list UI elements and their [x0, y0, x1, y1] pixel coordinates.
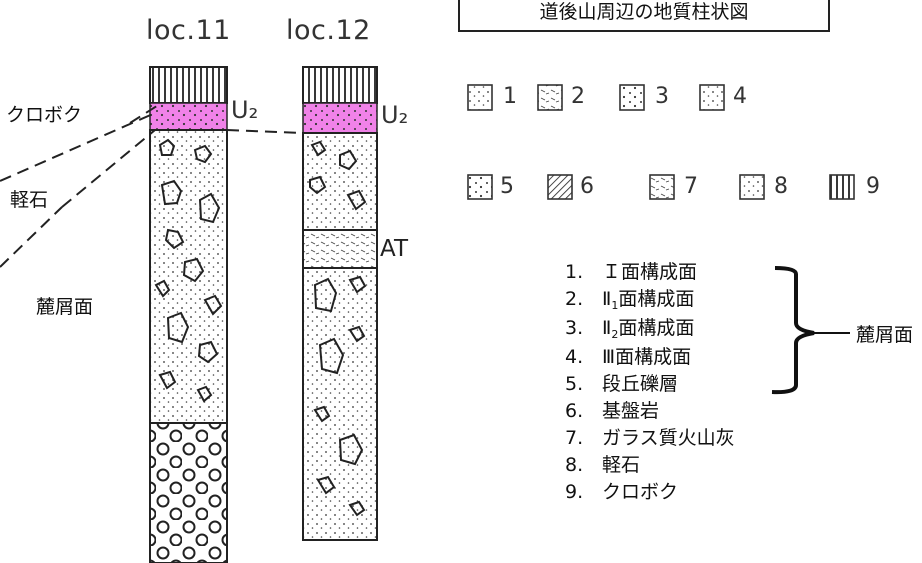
legend-swatch-8 [739, 174, 765, 200]
list-item: 7.ガラス質火山灰 [565, 427, 735, 449]
legend-swatches [467, 84, 855, 200]
list-item: 3.Ⅱ2面構成面 [565, 317, 695, 341]
legend-number-9: 9 [866, 174, 880, 199]
list-item: 4.Ⅲ面構成面 [565, 346, 692, 368]
talus-upper-layer-loc12 [302, 132, 378, 231]
list-item: 2.Ⅱ1面構成面 [565, 288, 695, 312]
marker-label-at: AT [380, 236, 408, 262]
label-talus: 麓屑面 [36, 296, 94, 318]
column-loc12 [302, 66, 378, 541]
legend-swatch-7 [649, 174, 675, 200]
label-kuroboku: クロボク [6, 104, 83, 126]
pumice-label-leader-line [61, 129, 156, 208]
legend-number-7: 7 [684, 174, 698, 199]
legend-number-2: 2 [571, 84, 585, 109]
kuroboku-layer-loc12 [302, 66, 378, 104]
talus-leader-line [0, 206, 63, 268]
diagram-title: 道後山周辺の地質柱状図 [458, 0, 830, 32]
list-item: 6.基盤岩 [565, 400, 660, 422]
bracket-label: 麓屑面 [856, 324, 914, 346]
legend-swatch-4 [699, 84, 725, 111]
column-label-loc11: loc.11 [146, 15, 231, 46]
legend-swatch-5 [467, 174, 493, 200]
legend-number-3: 3 [655, 84, 669, 109]
volcanic-ash-layer-loc12 [302, 229, 378, 269]
terrace-gravel-layer-loc11 [149, 422, 228, 563]
legend-list: 1.Ｉ面構成面 2.Ⅱ1面構成面 3.Ⅱ2面構成面 4.Ⅲ面構成面 5.段丘礫層… [565, 259, 735, 506]
talus-clasts-loc12 [309, 140, 367, 517]
legend-number-8: 8 [774, 174, 788, 199]
label-pumice: 軽石 [10, 189, 49, 211]
legend-swatch-3 [619, 84, 645, 111]
talus-lower-layer-loc12 [302, 267, 378, 541]
legend-number-4: 4 [733, 84, 747, 109]
bracket [771, 266, 815, 395]
legend-number-6: 6 [580, 174, 594, 199]
list-item: 9.クロボク [565, 481, 679, 503]
pumice-leader-line [0, 112, 156, 182]
leader-lines [0, 103, 304, 268]
legend-number-5: 5 [500, 174, 514, 199]
unit-label-loc12: U₂ [381, 101, 409, 129]
unit-label-loc11: U₂ [231, 96, 259, 124]
column-loc11 [149, 66, 228, 563]
correlation-line [226, 129, 304, 134]
legend-swatch-6 [547, 174, 573, 200]
talus-clasts-loc11 [154, 138, 223, 403]
column-label-loc12: loc.12 [286, 15, 371, 46]
legend-swatch-9 [829, 174, 855, 200]
list-item: 8.軽石 [565, 454, 641, 476]
list-item: 5.段丘礫層 [565, 373, 679, 395]
legend-swatch-1 [467, 84, 493, 111]
legend-number-1: 1 [503, 84, 517, 109]
legend-swatch-2 [537, 84, 563, 111]
kuroboku-leader-line [129, 103, 161, 124]
kuroboku-layer-loc11 [149, 66, 228, 104]
list-item: 1.Ｉ面構成面 [565, 261, 698, 283]
